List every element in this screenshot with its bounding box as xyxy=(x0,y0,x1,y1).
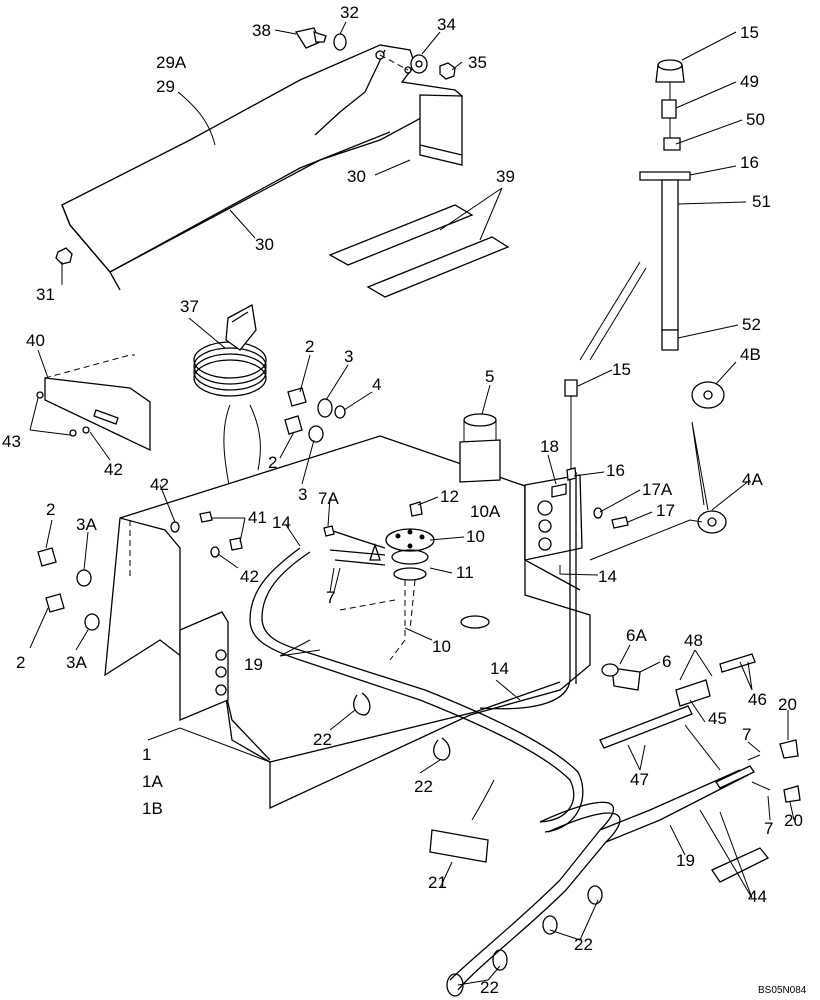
callout: 10A xyxy=(470,502,501,521)
callout: 6A xyxy=(626,626,647,645)
callout: 11 xyxy=(456,563,474,582)
callout: 22 xyxy=(574,935,593,954)
callout: 7 xyxy=(326,588,335,607)
callout: 34 xyxy=(437,15,456,34)
callout: 4 xyxy=(372,375,381,394)
callout: 22 xyxy=(414,777,433,796)
callout: 3A xyxy=(76,515,97,534)
callout: 19 xyxy=(244,655,263,674)
callout: 44 xyxy=(748,887,767,906)
callout: 35 xyxy=(468,53,487,72)
mounting-bracket xyxy=(36,354,151,452)
callout: 15 xyxy=(612,360,631,379)
callout: 50 xyxy=(746,110,765,129)
decal-strips xyxy=(328,204,510,298)
callout: 18 xyxy=(540,437,559,456)
fuel-sender xyxy=(339,528,435,661)
callout: 20 xyxy=(784,811,803,830)
callout: 12 xyxy=(440,487,459,506)
callout: 38 xyxy=(252,21,271,40)
callout: 3 xyxy=(298,485,307,504)
callout: 2 xyxy=(16,653,25,672)
callout: 22 xyxy=(480,978,499,997)
callout: 45 xyxy=(708,709,727,728)
callout: 21 xyxy=(428,873,447,892)
callout: 39 xyxy=(496,167,515,186)
callout: 48 xyxy=(684,631,703,650)
fuel-tank xyxy=(104,413,591,810)
callout: 1A xyxy=(142,772,163,791)
leader-lines xyxy=(29,21,795,986)
callout: 7 xyxy=(742,725,751,744)
callout: 10 xyxy=(432,637,451,656)
callout: 30 xyxy=(347,167,366,186)
callout: 17A xyxy=(642,480,673,499)
callout: 41 xyxy=(248,508,267,527)
fuel-tank-cover xyxy=(61,44,464,291)
hardware-left xyxy=(37,387,629,631)
callout: 3 xyxy=(344,347,353,366)
callout: 30 xyxy=(255,235,274,254)
callout: 22 xyxy=(313,730,332,749)
callout: 51 xyxy=(752,192,771,211)
callout: 31 xyxy=(36,285,55,304)
callout: 42 xyxy=(104,460,123,479)
fittings-right xyxy=(429,381,801,883)
callout: 10 xyxy=(466,527,485,546)
callout: 29 xyxy=(156,77,175,96)
callout: 14 xyxy=(598,567,617,586)
hose-coil xyxy=(193,303,267,491)
callout: 7A xyxy=(318,489,339,508)
callout: 49 xyxy=(740,72,759,91)
cover-hardware xyxy=(55,27,456,265)
callout: 37 xyxy=(180,297,199,316)
callout: 20 xyxy=(778,695,797,714)
callout: 42 xyxy=(150,475,169,494)
callout: 4B xyxy=(740,345,761,364)
callout: 2 xyxy=(268,453,277,472)
fuel-lines xyxy=(249,379,584,833)
callout: 14 xyxy=(490,659,509,678)
callout: 14 xyxy=(272,513,291,532)
callout: 17 xyxy=(656,501,675,520)
callout: 2 xyxy=(305,337,314,356)
callout: 7 xyxy=(764,819,773,838)
callout: 40 xyxy=(26,331,45,350)
callout: 46 xyxy=(748,690,767,709)
callout: 6 xyxy=(662,652,671,671)
callout: 47 xyxy=(630,770,649,789)
callout: 4A xyxy=(742,470,763,489)
callout: 1B xyxy=(142,799,163,818)
callout: 19 xyxy=(676,851,695,870)
callout: 3A xyxy=(66,653,87,672)
callout: 2 xyxy=(46,500,55,519)
callout: 32 xyxy=(340,3,359,22)
callout-labels: 38 32 34 35 29A 29 30 30 31 39 15 49 50 … xyxy=(2,3,807,997)
callout: 52 xyxy=(742,315,761,334)
callout: 16 xyxy=(740,153,759,172)
callout: 5 xyxy=(485,367,494,386)
callout: 15 xyxy=(740,23,759,42)
fuel-gauge-rod xyxy=(639,59,691,351)
callout: 43 xyxy=(2,432,21,451)
callout: 29A xyxy=(156,53,187,72)
drain-hose xyxy=(353,692,749,997)
callout: 42 xyxy=(240,567,259,586)
callout: 1 xyxy=(142,745,151,764)
callout: 16 xyxy=(606,461,625,480)
drawing-code: BS05N084 xyxy=(758,985,807,996)
